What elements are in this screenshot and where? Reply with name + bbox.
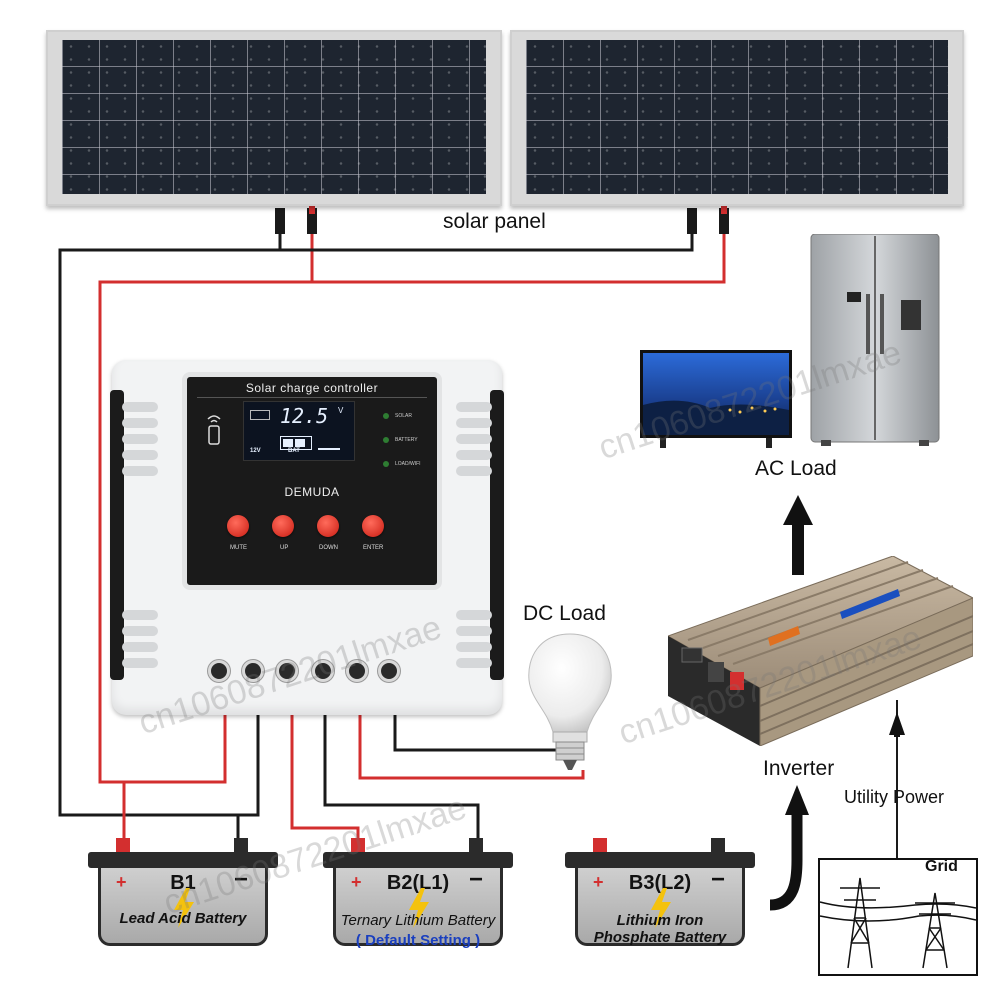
down-button-label: DOWN (319, 545, 338, 551)
dc-load-negative-wire (393, 715, 560, 752)
inverter-device (668, 556, 973, 746)
wifi-phone-icon (207, 415, 221, 445)
battery-b1: + − B1 Lead Acid Battery (88, 838, 278, 946)
refrigerator-icon (810, 234, 940, 446)
indicator-battery: BATTERY (395, 437, 418, 443)
brand-name: DEMUDA (284, 485, 340, 499)
lcd-voltage-unit: V (338, 406, 344, 415)
power-grid-icon (818, 858, 978, 976)
negative-wire-main (58, 232, 282, 817)
inverter-label: Inverter (763, 757, 835, 780)
utility-power-label: Utility Power (844, 787, 945, 807)
light-bulb-icon (528, 633, 612, 770)
up-button-label: UP (280, 545, 289, 551)
terminal-2 (242, 660, 264, 682)
dc-load-label: DC Load (523, 602, 606, 625)
up-button[interactable] (272, 515, 294, 537)
lcd-voltage-tag: 12V (250, 448, 261, 454)
grid-label: Grid (925, 858, 958, 875)
mute-button-label: MUTE (230, 545, 247, 551)
down-button[interactable] (317, 515, 339, 537)
arrow-to-ac-load (783, 495, 813, 575)
lcd-screen: 12.5 V 12V BAT (243, 401, 355, 461)
b2-positive-wire (290, 715, 360, 845)
terminal-6 (378, 660, 400, 682)
battery-b1-type: Lead Acid Battery (119, 910, 247, 927)
panel2-positive-wire (312, 232, 726, 284)
battery-b2: + − B2(L1) Ternary Lithium Battery ( Def… (323, 838, 513, 949)
terminal-1 (208, 660, 230, 682)
controller-display-panel: Solar charge controller 12.5 V 12V BAT S… (182, 372, 442, 590)
lcd-bat-tag: BAT (288, 448, 300, 454)
arrow-utility-power (889, 712, 905, 735)
ac-load-label: AC Load (755, 457, 837, 480)
arrow-battery-to-inverter (769, 810, 803, 911)
lcd-voltage-value: 12.5 (280, 404, 329, 428)
battery-b3-name: B3(L2) (628, 872, 692, 894)
battery-b2-type: Ternary Lithium Battery (340, 912, 496, 929)
lightning-bolt-icon (174, 888, 194, 928)
solar-panel-left (46, 30, 502, 206)
solar-charge-controller: Solar charge controller 12.5 V 12V BAT S… (110, 360, 504, 715)
enter-button[interactable] (362, 515, 384, 537)
terminal-5 (346, 660, 368, 682)
indicator-solar: SOLAR (395, 413, 412, 419)
solar-panel-right (510, 30, 964, 206)
enter-button-label: ENTER (363, 545, 384, 551)
battery-b2-default-setting: ( Default Setting ) (355, 932, 481, 949)
dc-load-positive-wire (358, 715, 585, 780)
panel2-negative-wire (280, 232, 694, 252)
positive-wire-main (98, 232, 314, 784)
lightning-bolt-icon (409, 888, 429, 928)
battery-b2-name: B2(L1) (386, 872, 450, 894)
television-icon (640, 350, 792, 448)
battery-b3-type: Lithium Iron Phosphate Battery (593, 912, 727, 946)
controller-title: Solar charge controller (245, 381, 379, 395)
solar-panel-label: solar panel (443, 210, 546, 233)
terminal-3 (276, 660, 298, 682)
b2-negative-wire (323, 715, 480, 845)
lightning-bolt-icon (651, 888, 671, 928)
terminal-4 (312, 660, 334, 682)
indicator-load-wifi: LOAD/WIFI (395, 461, 421, 467)
mute-button[interactable] (227, 515, 249, 537)
battery-b3: + − B3(L2) Lithium Iron Phosphate Batter… (565, 838, 755, 946)
